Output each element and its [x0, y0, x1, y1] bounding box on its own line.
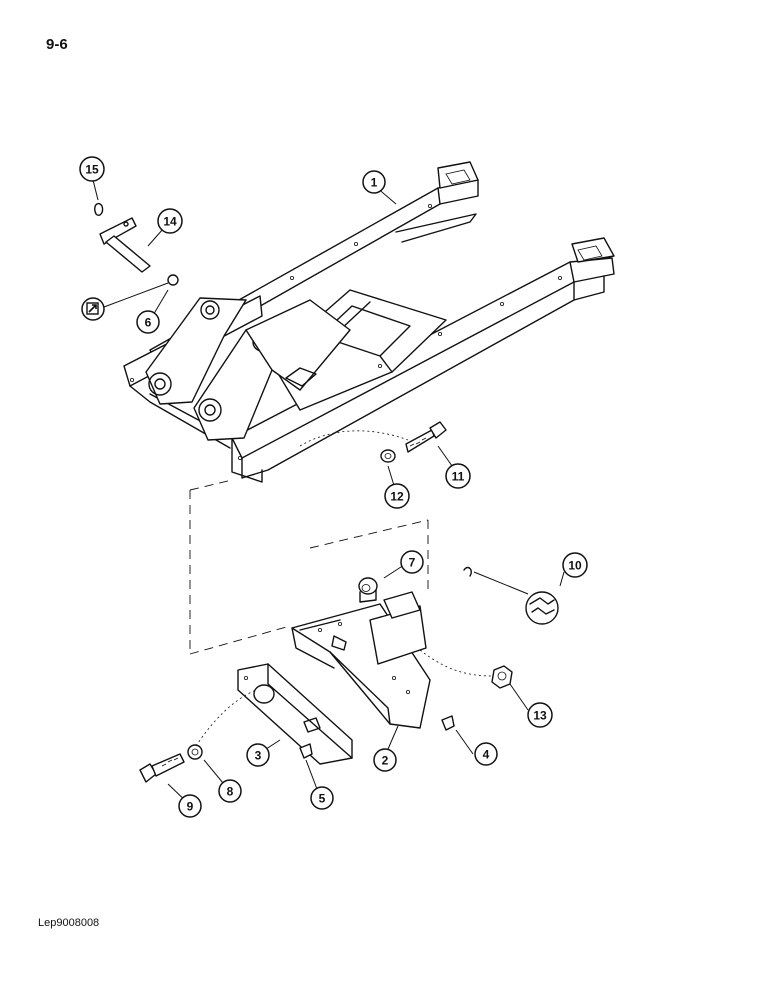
svg-text:2: 2 — [382, 754, 389, 768]
svg-text:3: 3 — [255, 749, 262, 763]
svg-text:15: 15 — [85, 163, 99, 177]
washer-upper — [380, 449, 396, 463]
reference-code: Lep9008008 — [38, 917, 100, 929]
leader-lines — [92, 179, 565, 806]
grease-nipple-left — [299, 743, 313, 759]
bracket-plate — [237, 663, 353, 765]
svg-text:9: 9 — [187, 800, 194, 814]
locking-plate — [463, 566, 559, 625]
callout-10: 10 — [562, 552, 588, 578]
bolt-upper — [405, 421, 447, 453]
callout-5: 5 — [310, 786, 334, 810]
svg-text:6: 6 — [145, 316, 152, 330]
square-arrow-icon — [81, 297, 105, 321]
callout-7: 7 — [400, 550, 424, 574]
svg-text:13: 13 — [533, 709, 547, 723]
washer-lower — [187, 744, 203, 760]
page-number: 9-6 — [46, 36, 68, 53]
svg-text:12: 12 — [390, 490, 404, 504]
pivot-pin — [99, 217, 151, 273]
retaining-clip — [93, 202, 104, 216]
svg-text:7: 7 — [409, 556, 416, 570]
svg-text:1: 1 — [371, 176, 378, 190]
bush — [358, 577, 378, 603]
callout-4: 4 — [474, 742, 498, 766]
callout-14: 14 — [157, 208, 183, 234]
callout-9: 9 — [178, 794, 202, 818]
callout-3: 3 — [246, 743, 270, 767]
callout-8: 8 — [218, 779, 242, 803]
svg-text:4: 4 — [483, 748, 490, 762]
hitch-housing — [291, 591, 431, 729]
callout-15: 15 — [79, 156, 105, 182]
assembly-outline — [189, 479, 429, 655]
svg-text:5: 5 — [319, 792, 326, 806]
callout-11: 11 — [445, 463, 471, 489]
svg-text:14: 14 — [163, 215, 177, 229]
svg-text:8: 8 — [227, 785, 234, 799]
bolt-lower — [139, 753, 185, 783]
callout-12: 12 — [384, 483, 410, 509]
main-frame — [123, 161, 615, 483]
callout-6: 6 — [136, 310, 160, 334]
grease-nipple-right — [441, 715, 455, 731]
callout-1: 1 — [362, 170, 386, 194]
callout-13: 13 — [527, 702, 553, 728]
callout-2: 2 — [373, 748, 397, 772]
ring — [167, 274, 179, 286]
svg-text:11: 11 — [452, 470, 465, 484]
svg-text:10: 10 — [568, 559, 582, 573]
nut — [491, 665, 513, 689]
